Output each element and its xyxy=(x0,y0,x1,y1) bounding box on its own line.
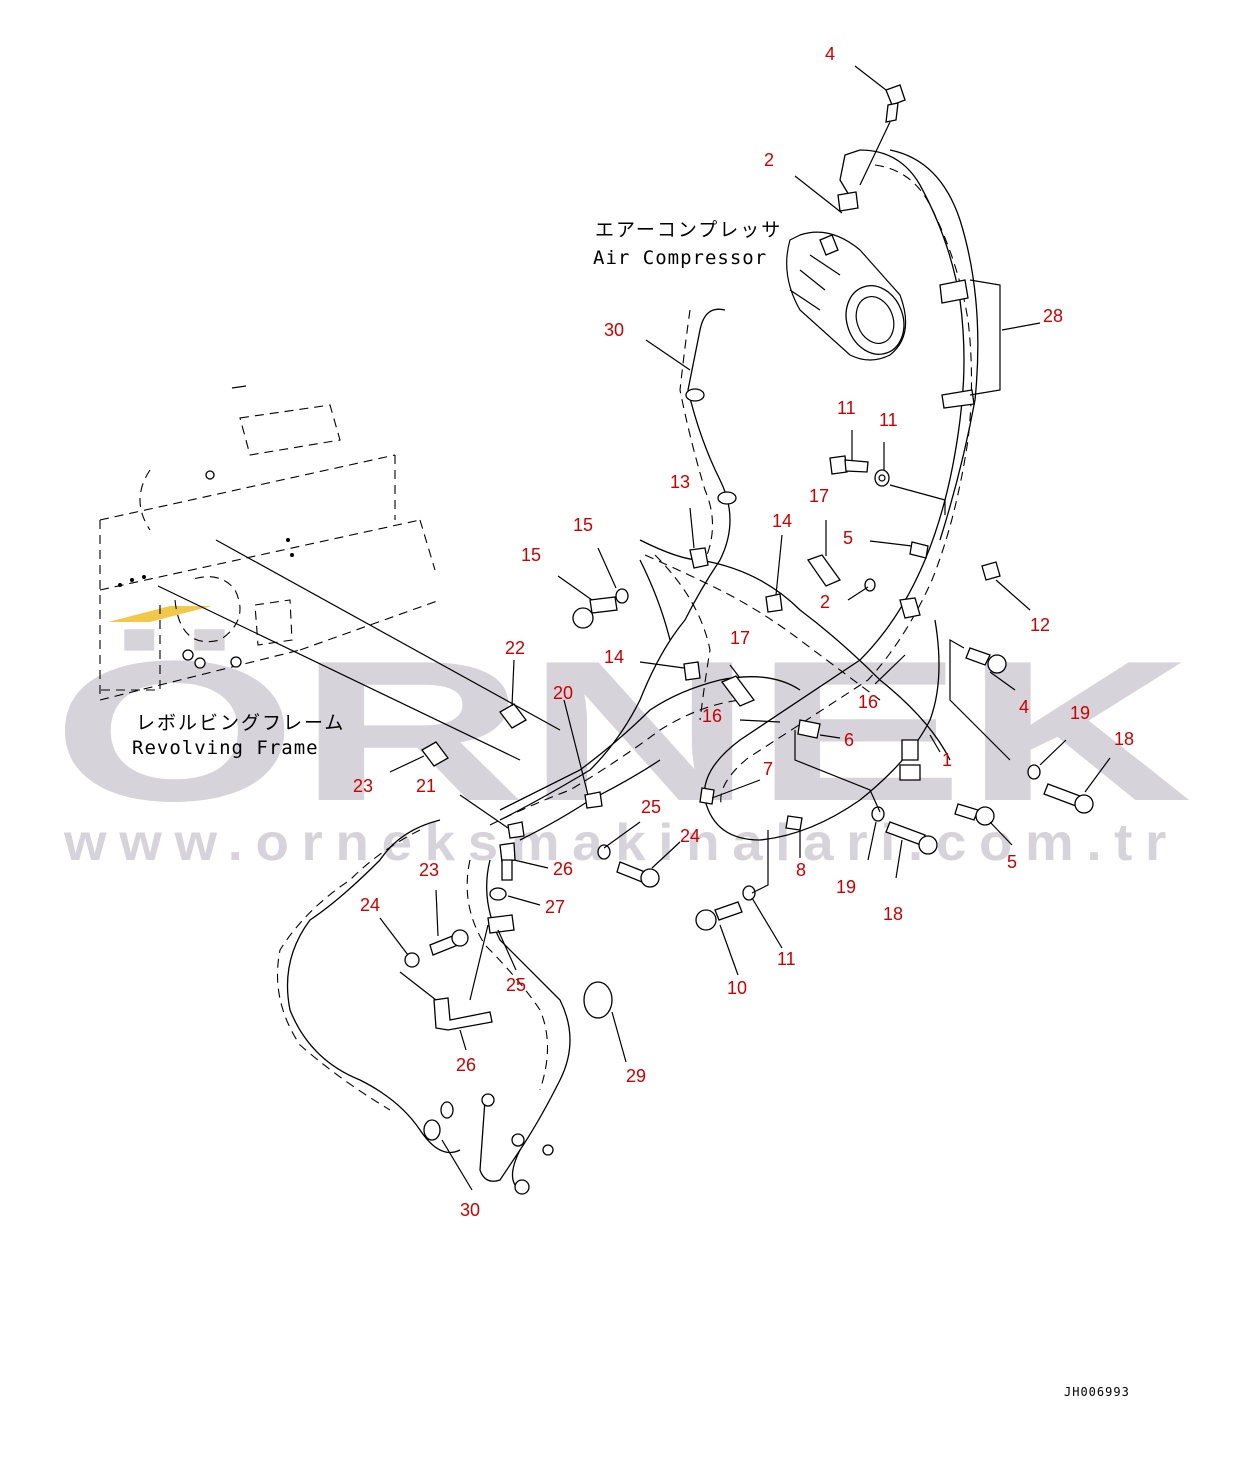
callout-15: 17 xyxy=(809,486,829,506)
callout-17: 19 xyxy=(1070,703,1090,723)
callout-22: 26 xyxy=(456,1055,476,1075)
callout-5: 8 xyxy=(796,860,806,880)
callout-4: 4 xyxy=(1019,697,1029,717)
revolving-frame xyxy=(99,385,441,701)
air-compressor-label-en: Air Compressor xyxy=(593,247,767,269)
drawing-code: JH006993 xyxy=(1064,1385,1130,1399)
callout-27: 27 xyxy=(545,897,565,917)
callout-19: 23 xyxy=(353,776,373,796)
callout-11: 13 xyxy=(670,472,690,492)
callout-2: 2 xyxy=(820,592,830,612)
callout-30: 30 xyxy=(604,320,624,340)
callout-2: 2 xyxy=(764,150,774,170)
callout-1: 1 xyxy=(942,750,952,770)
callout-3: 4 xyxy=(825,44,835,64)
callouts: 4 2 28 30 11 11 13 17 14 15 5 15 2 12 22… xyxy=(353,44,1134,1220)
callout-28: 28 xyxy=(1043,306,1063,326)
callout-29: 29 xyxy=(626,1066,646,1086)
callout-14: 16 xyxy=(702,706,722,726)
callout-5: 5 xyxy=(843,528,853,548)
callout-13: 15 xyxy=(573,515,593,535)
callout-4: 5 xyxy=(1007,852,1017,872)
callout-16: 18 xyxy=(883,904,903,924)
callout-15: 17 xyxy=(730,628,750,648)
revolving-frame-label-en: Revolving Frame xyxy=(132,737,319,759)
callout-20: 24 xyxy=(680,826,700,846)
callout-17: 19 xyxy=(836,877,856,897)
callout-12: 15 xyxy=(521,545,541,565)
callout-5: 7 xyxy=(763,759,773,779)
callout-11: 14 xyxy=(772,511,792,531)
callout-18: 20 xyxy=(553,683,573,703)
callout-7: 11 xyxy=(777,949,796,969)
callout-16: 18 xyxy=(1114,729,1134,749)
callout-8: 11 xyxy=(837,398,856,418)
callout-21: 25 xyxy=(641,797,661,817)
callout-24: 24 xyxy=(360,895,380,915)
part-name-labels: エアーコンプレッサ Air Compressor レボルビングフレーム Revo… xyxy=(132,219,1130,1399)
callout-25: 25 xyxy=(506,975,526,995)
hose-28 xyxy=(703,149,1001,841)
air-compressor xyxy=(786,231,907,361)
small-parts xyxy=(404,84,1094,1031)
callout-10: 12 xyxy=(1030,615,1050,635)
callout-14: 16 xyxy=(858,692,878,712)
callout-6: 10 xyxy=(727,978,747,998)
callout-5: 6 xyxy=(844,730,854,750)
revolving-frame-label-jp: レボルビングフレーム xyxy=(136,712,345,734)
air-compressor-label-jp: エアーコンプレッサ xyxy=(595,219,782,241)
leader-lines xyxy=(157,65,1111,1191)
callout-9: 11 xyxy=(879,410,898,430)
callout-30: 30 xyxy=(460,1200,480,1220)
callout-23: 23 xyxy=(419,860,439,880)
callout-19: 22 xyxy=(505,638,525,658)
callout-26: 26 xyxy=(553,859,573,879)
callout-18: 21 xyxy=(416,776,436,796)
callout-11: 14 xyxy=(604,647,624,667)
